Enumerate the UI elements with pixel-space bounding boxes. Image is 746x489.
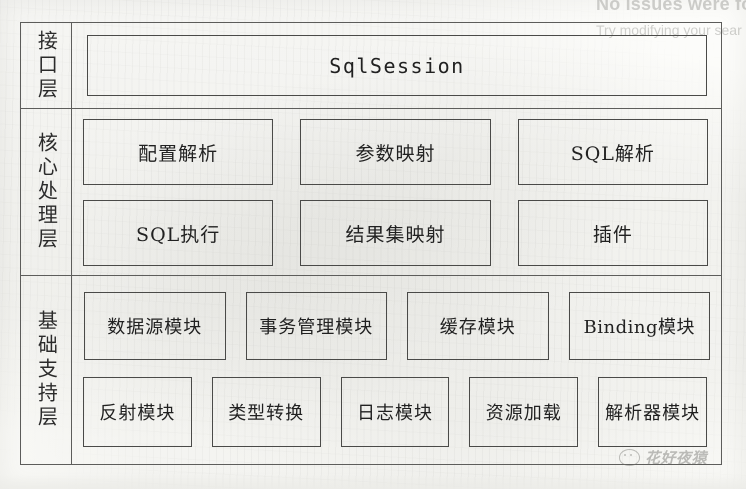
layer-support-label: 基础支持层 [34,310,59,430]
layer-support-content: 数据源模块 事务管理模块 缓存模块 Binding模块 反射模块 类型转换 日志… [72,276,721,464]
layer-interface-content: SqlSession [72,23,721,108]
layer-support-row-1: 数据源模块 事务管理模块 缓存模块 Binding模块 [72,292,721,360]
layer-interface-label-cell: 接口层 [21,23,72,108]
module-box-type-conversion[interactable]: 类型转换 [211,377,321,447]
module-box-sqlsession[interactable]: SqlSession [87,35,707,96]
layer-interface: 接口层 SqlSession [21,23,721,109]
module-box-sql-parsing[interactable]: SQL解析 [517,119,708,185]
layer-support-row-2: 反射模块 类型转换 日志模块 资源加载 解析器模块 [72,377,721,447]
layer-base-support: 基础支持层 数据源模块 事务管理模块 缓存模块 Binding模块 反射模块 类… [21,276,721,464]
layer-support-label-cell: 基础支持层 [21,276,72,464]
module-box-resource-loading[interactable]: 资源加载 [469,377,579,447]
layer-interface-label: 接口层 [34,29,59,102]
module-box-cache[interactable]: 缓存模块 [407,292,549,360]
module-box-transaction-management[interactable]: 事务管理模块 [245,292,387,360]
layer-core-processing: 核心处理层 配置解析 参数映射 SQL解析 SQL执行 结果集映射 插件 [21,109,721,276]
layer-core-label-cell: 核心处理层 [21,109,72,275]
module-box-plugin[interactable]: 插件 [517,200,708,266]
architecture-diagram-frame: 接口层 SqlSession 核心处理层 配置解析 参数映射 SQL解析 SQL… [20,22,722,465]
module-box-parameter-mapping[interactable]: 参数映射 [300,119,491,185]
layer-core-content: 配置解析 参数映射 SQL解析 SQL执行 结果集映射 插件 [72,109,721,275]
module-box-reflection[interactable]: 反射模块 [83,377,192,447]
layer-core-label: 核心处理层 [34,132,59,252]
module-box-binding[interactable]: Binding模块 [568,292,710,360]
module-box-parser[interactable]: 解析器模块 [598,377,707,447]
module-box-datasource[interactable]: 数据源模块 [84,292,226,360]
module-box-resultset-mapping[interactable]: 结果集映射 [300,200,491,266]
layer-core-row-1: 配置解析 参数映射 SQL解析 [72,119,721,185]
background-ghost-text-primary: No issues were fou [596,0,746,14]
layer-interface-row-1: SqlSession [72,23,721,108]
module-box-sql-execution[interactable]: SQL执行 [83,200,274,266]
module-box-logging[interactable]: 日志模块 [340,377,450,447]
module-box-config-parsing[interactable]: 配置解析 [83,119,274,185]
scan-bottom-edge-strip [0,475,746,489]
layer-core-row-2: SQL执行 结果集映射 插件 [72,200,721,266]
